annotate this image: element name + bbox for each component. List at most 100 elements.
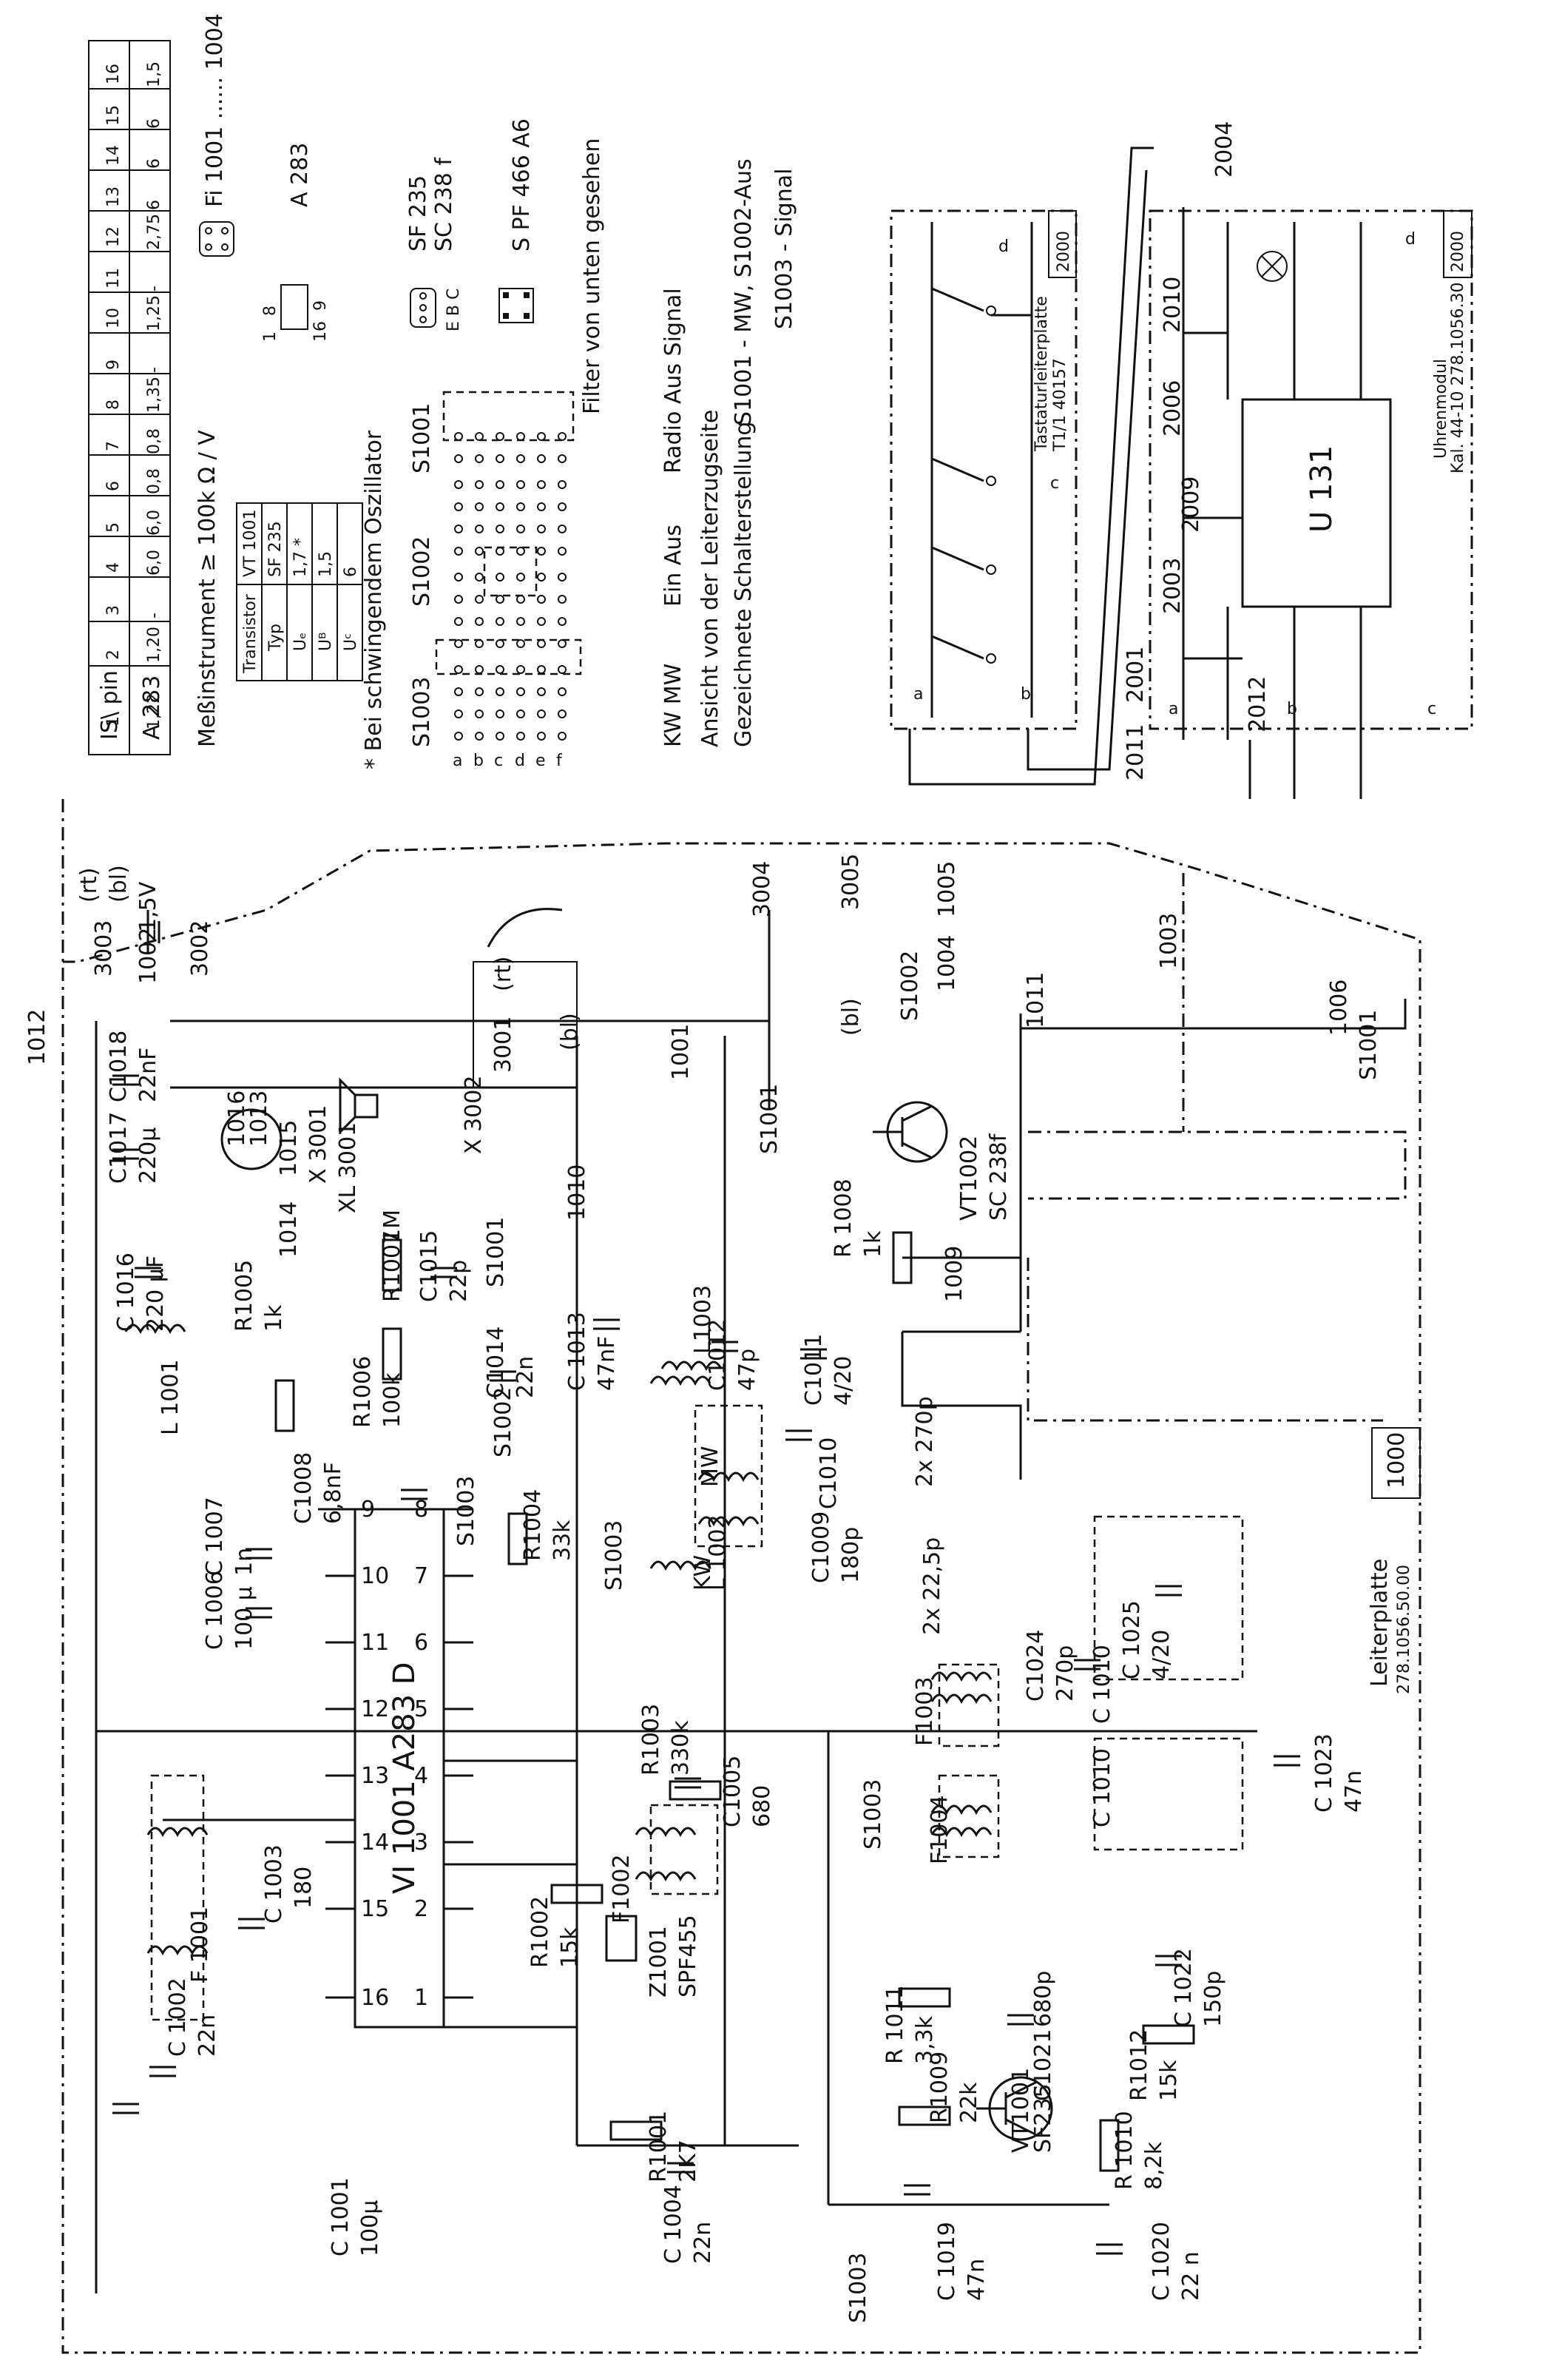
spf-legend: S PF 466 A6 [509, 118, 535, 252]
c1019-label: C 1019 [934, 2222, 960, 2301]
clock-module: U 131 2000 Uhrenmodul Kal. 44-10 278.105… [1123, 121, 1473, 781]
c1002v-label: 22n [195, 2015, 220, 2057]
r1005v-label: 1k [261, 1304, 287, 1332]
l213 [649, 1560, 711, 1571]
f1004-box [938, 1774, 1000, 1858]
c1007v-label: 1n [231, 1548, 257, 1576]
main-num: 1000 [1384, 1432, 1410, 1489]
c1006-label: C 1006 [202, 1571, 228, 1650]
rt2-label: (rt) [490, 956, 516, 991]
main-wires [95, 910, 1407, 2293]
l210-box [694, 1404, 763, 1548]
c1003-label: C 1003 [261, 1844, 287, 1924]
r1011v-label: 3,3k [912, 2015, 938, 2064]
c1024 [1074, 1659, 1101, 1671]
c1010u-label: 2x 22,5p [919, 1537, 945, 1635]
ic-name: VI 1001 A283 D [388, 1662, 422, 1894]
l211 [649, 1375, 711, 1386]
n1004-label: 1004 [934, 935, 960, 991]
c1012v-label: 47p [734, 1349, 760, 1391]
c1007 [246, 1548, 272, 1560]
c1025 [1155, 1585, 1182, 1597]
c1020 [1096, 2243, 1123, 2255]
table-header-label: IS\ pin [97, 670, 123, 740]
c1019 [904, 2184, 930, 2196]
f1001-label: F 1001 [187, 1907, 213, 1983]
n3003-label: 3003 [91, 920, 117, 977]
tast-b: b [1021, 685, 1031, 704]
c1008v-label: 6,8nF [320, 1462, 346, 1524]
c1004v-label: 22n [690, 2222, 716, 2264]
mw-label: MW [697, 1446, 723, 1487]
table-cell-6: 0,8 [145, 468, 163, 494]
table-cell-2: 1,20 [145, 627, 163, 663]
ic-pin-2: 2 [414, 1896, 428, 1922]
tt-r4c1: 6 [342, 567, 360, 577]
table-cell-11: - [145, 286, 163, 291]
l1003 [660, 1361, 723, 1372]
c1014-label: C1014 [483, 1326, 509, 1398]
uhr-a: a [1169, 700, 1178, 718]
c1021v-label: 680p [1030, 1971, 1056, 2027]
filter-note: Filter von unten gesehen [579, 138, 605, 414]
c1014v-label: 22n [513, 1356, 538, 1398]
uhr-b: b [1287, 700, 1297, 718]
c1009-label: C1009 [808, 1511, 834, 1583]
c1020v-label: 22 n [1178, 2251, 1204, 2301]
bl2-label: (bl) [557, 1013, 583, 1051]
meter-note: Meßinstrument ≥ 100k Ω / V [195, 430, 220, 747]
sm-kwmw: KW MW [660, 664, 686, 747]
uhr-d: d [1405, 230, 1416, 249]
table-cell-1: 1,22 [145, 693, 163, 729]
ic-pin-7: 7 [414, 1563, 428, 1589]
r1002-label: R1002 [527, 1896, 553, 1968]
c1010t-label: 2x 270p [912, 1396, 938, 1487]
l204 [635, 1827, 697, 1838]
table-header-13: 13 [104, 186, 123, 207]
c1017 [112, 1148, 139, 1160]
sm-s1001: S1001 [409, 403, 435, 473]
tt-r1c1: SF 235 [266, 521, 285, 577]
c1017-label: C1017 [106, 1112, 132, 1184]
c1022 [1155, 1955, 1182, 1966]
c1013v-label: 47nF [594, 1336, 620, 1391]
l208 [930, 1804, 993, 1816]
tt-r0c0: Transistor [241, 593, 260, 674]
c1006 [246, 1607, 272, 1619]
c1021-label: C1021 [1030, 2029, 1056, 2101]
tast-label: Tastaturleiterplatte [1032, 296, 1051, 452]
switch-list-2: S1003 - Signal [771, 169, 797, 329]
c1022v-label: 150p [1200, 1971, 1226, 2027]
c1011v-label: 4/20 [831, 1356, 856, 1406]
c1019v-label: 47n [964, 2259, 990, 2301]
transistor-table: Transistor VT 1001 Typ SF 235 Uₑ 1,7 * U… [236, 502, 363, 681]
c1012-label: C1012 [705, 1319, 731, 1391]
r1010-label: R 1010 [1112, 2111, 1137, 2190]
battery-icon [146, 910, 160, 954]
c1014 [490, 1370, 516, 1382]
node-2012: 2012 [1245, 676, 1271, 732]
c1004 [667, 2162, 694, 2174]
c1001 [112, 2103, 139, 2114]
ic-pin-16: 16 [361, 1985, 389, 2011]
l206 [930, 1693, 993, 1705]
sm-s1003: S1003 [409, 677, 435, 747]
l1001-label: L 1001 [158, 1359, 183, 1435]
f1003-label: F1003 [912, 1676, 938, 1746]
r1007v-label: 1M [379, 1210, 405, 1243]
view-note: Ansicht von der Leiterzugseite [697, 410, 723, 747]
c1022-label: C 1022 [1171, 1948, 1197, 2027]
r1012-label: R1012 [1126, 2029, 1152, 2101]
node-1012: 1012 [24, 1009, 50, 1065]
table-header-3: 3 [104, 605, 123, 616]
table-header-2: 2 [104, 650, 123, 660]
z1001-label: Z1001 [646, 1926, 672, 1998]
components [112, 1074, 1300, 2255]
ic-pin-6: 6 [414, 1630, 428, 1656]
table-cell-12: 2,75 [145, 214, 163, 250]
switch-state-note: Gezeichnete Schalterstellung [731, 422, 757, 747]
c1023v-label: 47n [1341, 1770, 1367, 1813]
table-header-11: 11 [104, 268, 123, 289]
node-2010: 2010 [1160, 277, 1186, 333]
